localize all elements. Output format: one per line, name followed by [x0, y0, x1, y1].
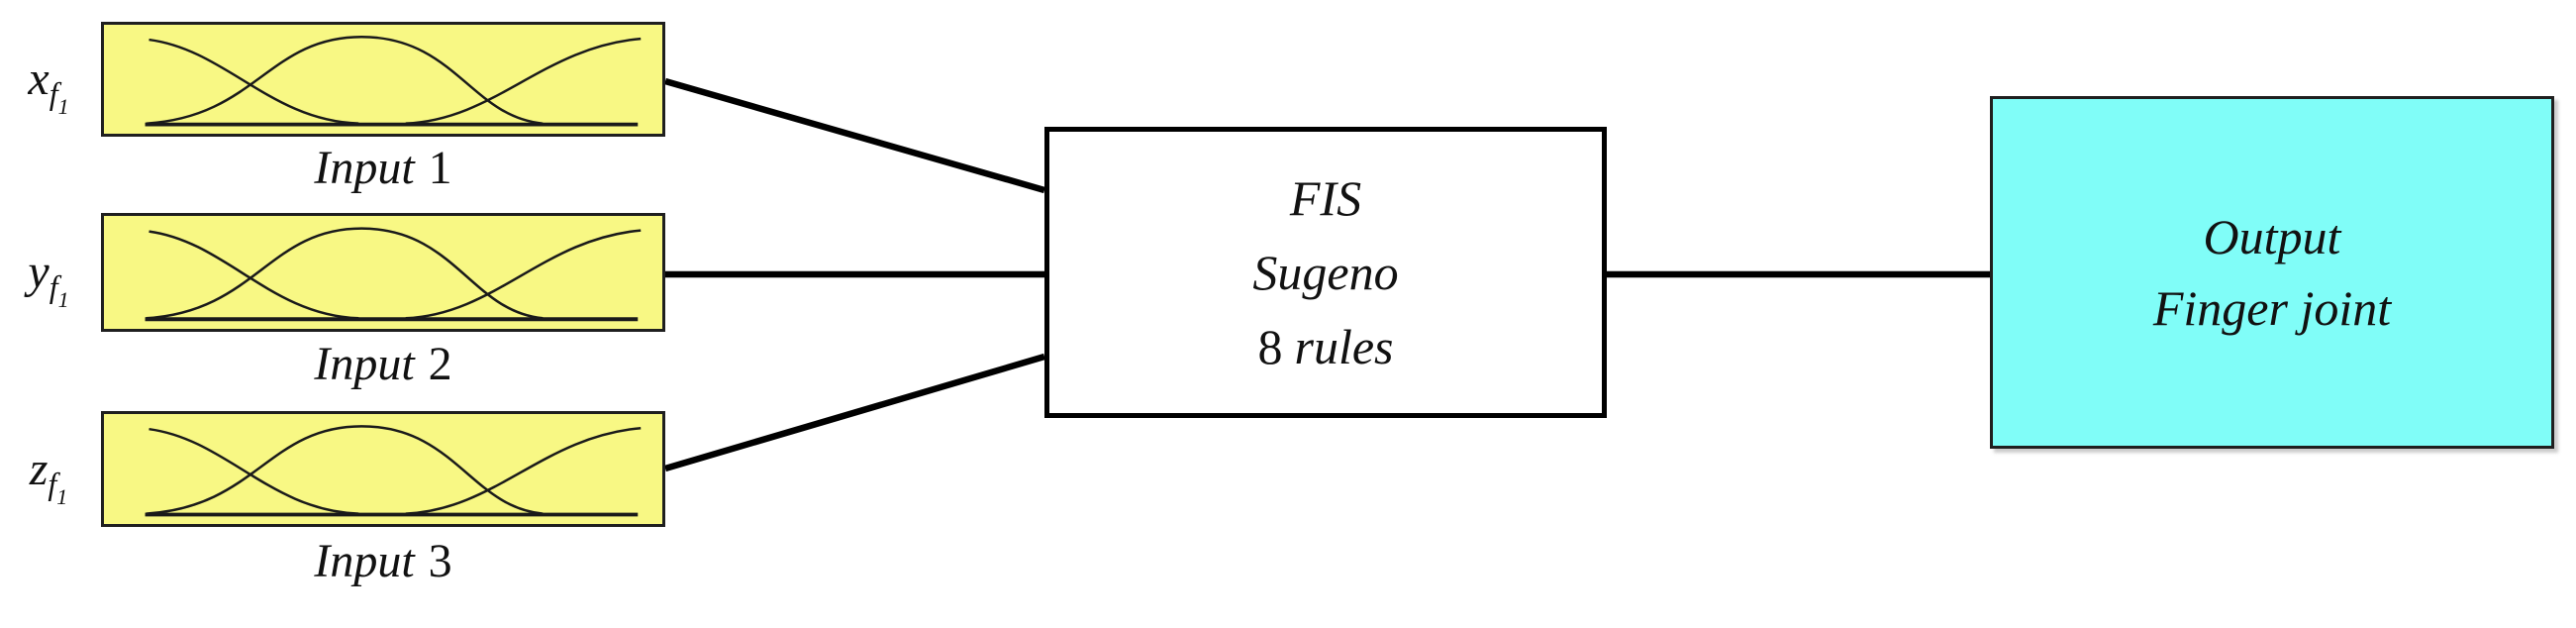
- input-3-var-subsub: 1: [56, 483, 68, 509]
- input-3-var-base: z: [29, 442, 49, 495]
- input-3-caption-number: 3: [428, 535, 452, 587]
- input-3-membership-box: [101, 411, 665, 527]
- connector-input1-to-fis: [664, 77, 1045, 194]
- output-subtitle: Finger joint: [2152, 280, 2392, 336]
- membership-functions-icon: [145, 35, 642, 127]
- connector-input3-to-fis: [664, 353, 1045, 472]
- input-3-var-sub: f: [48, 465, 57, 501]
- input-1-var-subsub: 1: [57, 94, 69, 119]
- input-2-var-subsub: 1: [57, 287, 69, 312]
- fis-rules-count: 8: [1257, 318, 1283, 374]
- membership-functions-icon: [145, 425, 642, 517]
- input-1-membership-box: [101, 22, 665, 137]
- input-2-membership-box: [101, 213, 665, 332]
- input-2-caption-number: 2: [428, 338, 452, 390]
- output-title: Output: [2203, 208, 2341, 264]
- fis-rules-word: rules: [1294, 318, 1394, 374]
- input-1-var-base: x: [28, 52, 50, 105]
- membership-functions-icon: [145, 227, 642, 322]
- fis-type: Sugeno: [1252, 244, 1399, 300]
- fis-title: FIS: [1289, 169, 1362, 226]
- input-2-var-base: y: [28, 246, 50, 298]
- input-2-caption-word: Input: [314, 338, 415, 390]
- output-block: Output Finger joint: [1990, 96, 2554, 449]
- input-1-caption-number: 1: [428, 142, 452, 194]
- input-3-caption-word: Input: [314, 535, 415, 587]
- input-1-caption-word: Input: [314, 142, 415, 194]
- input-2-var-sub: f: [49, 268, 58, 304]
- input-1-var-sub: f: [49, 75, 58, 111]
